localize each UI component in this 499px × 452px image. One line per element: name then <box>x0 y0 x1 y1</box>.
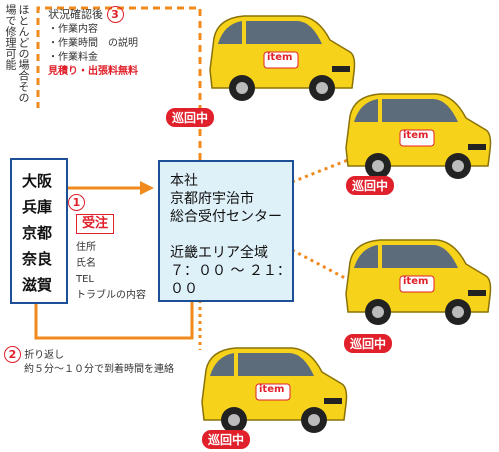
status-item-2: ・作業料金 <box>48 52 98 63</box>
hq-hours: ７：００ 〜 ２１：００ <box>170 263 291 297</box>
status-item-1: ・作業時間 の説明 <box>48 38 138 49</box>
free-estimate-note: 見積り・出張料無料 <box>48 66 138 77</box>
van-right-top: item <box>340 86 498 186</box>
region-list: 大阪 兵庫 京都 奈良 滋賀 <box>12 160 66 298</box>
region-0: 大阪 <box>22 172 53 190</box>
dotted-line-van-mid <box>291 248 346 280</box>
step-3-badge: 3 <box>106 6 124 23</box>
van-top-center: item <box>204 8 362 108</box>
order-field-1: 氏名 <box>76 258 96 269</box>
status-check-block: 状況確認後 3 ・作業内容 ・作業時間 の説明 ・作業料金 見積り・出張料無料 <box>48 6 188 79</box>
region-2: 京都 <box>22 224 53 242</box>
side-note: ほとんどの場合その場で修理可能 <box>4 4 30 103</box>
van-right-bottom: item <box>340 232 498 332</box>
callback-detail: 約５分〜１０分で到着時間を連絡 <box>24 364 174 375</box>
step-2-badge: 2 <box>4 346 21 363</box>
order-label: 受注 <box>76 214 115 234</box>
callback-block: 2 折り返し 約５分〜１０分で到着時間を連絡 <box>4 346 204 377</box>
patrol-badge-1: 巡回中 <box>166 108 215 127</box>
callback-line <box>34 300 194 340</box>
van-logo: item <box>403 130 429 141</box>
regions-box: 大阪 兵庫 京都 奈良 滋賀 <box>10 158 68 304</box>
van-logo: item <box>259 384 285 395</box>
hq-line-1: 本社 <box>170 173 198 189</box>
region-3: 奈良 <box>22 250 53 268</box>
patrol-badge-4: 巡回中 <box>202 430 251 449</box>
patrol-badge-2: 巡回中 <box>346 176 395 195</box>
order-arrow-head <box>140 181 154 195</box>
patrol-badge-3: 巡回中 <box>344 334 393 353</box>
status-item-0: ・作業内容 <box>48 24 98 35</box>
order-field-3: トラブルの内容 <box>76 290 146 301</box>
order-fields: 住所 氏名 TEL トラブルの内容 <box>76 240 146 304</box>
van-logo: item <box>403 276 429 287</box>
dotted-line-van-top <box>291 158 349 184</box>
van-bottom-center: item <box>196 340 354 440</box>
order-field-0: 住所 <box>76 242 96 253</box>
van-logo: item <box>267 52 293 63</box>
hq-line-2: 京都府宇治市 <box>170 191 254 207</box>
step-1-badge: 1 <box>68 194 85 211</box>
callback-title: 折り返し <box>24 350 65 361</box>
status-check-title: 状況確認後 <box>48 8 103 21</box>
hq-area: 近畿エリア全域 <box>170 245 268 261</box>
region-1: 兵庫 <box>22 198 53 216</box>
headquarters-box: 本社 京都府宇治市 総合受付センター 近畿エリア全域 ７：００ 〜 ２１：００ <box>158 160 294 302</box>
hq-line-3: 総合受付センター <box>170 209 282 225</box>
order-field-2: TEL <box>76 274 94 285</box>
region-4: 滋賀 <box>22 276 53 294</box>
